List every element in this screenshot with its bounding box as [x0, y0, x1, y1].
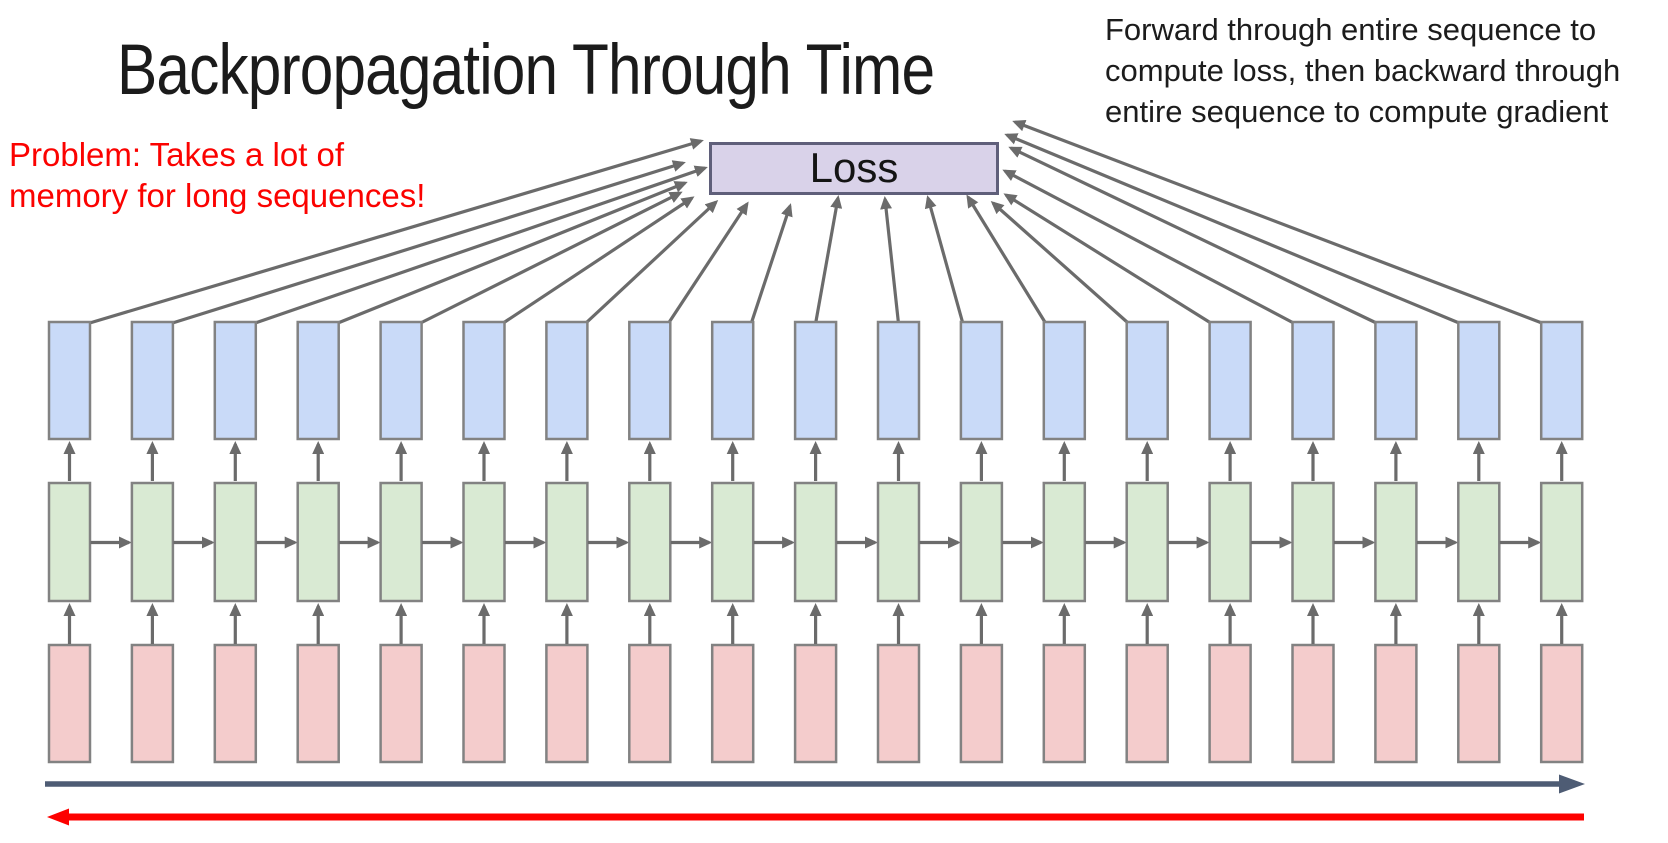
output-to-loss-arrow [336, 181, 688, 325]
input-layer-box [959, 643, 1004, 764]
input-layer-box [1042, 643, 1087, 764]
output-to-loss-arrow [666, 201, 749, 325]
output-layer-box [1457, 320, 1501, 441]
input-layer-box [1291, 643, 1335, 764]
output-layer-box [213, 320, 258, 441]
hidden-layer-box [628, 481, 672, 603]
problem-note-line: memory for long sequences! [9, 177, 426, 214]
output-to-loss-arrow [253, 165, 708, 326]
output-layer-box [47, 320, 92, 441]
input-layer-box [379, 643, 423, 764]
input-layer-box [213, 643, 258, 764]
output-layer-box [1125, 320, 1169, 441]
input-layer-box [628, 643, 672, 764]
output-layer-box [1539, 320, 1584, 441]
output-to-loss-arrow [1002, 169, 1296, 325]
output-to-loss-arrow [584, 199, 719, 325]
hidden-layer-box [1208, 481, 1252, 603]
input-layer-box [1374, 643, 1418, 764]
output-layer-box [1042, 320, 1087, 441]
slide-title: Backpropagation Through Time [117, 31, 935, 110]
output-layer-box [296, 320, 340, 441]
hidden-layer-box [545, 481, 589, 603]
hidden-layer-box [1457, 481, 1501, 603]
hidden-layer-box [462, 481, 506, 603]
output-layer-box [130, 320, 175, 441]
hidden-layer-box [1042, 481, 1087, 603]
output-to-loss-arrow [880, 196, 901, 324]
input-layer-box [130, 643, 175, 764]
top-right-note-line: compute loss, then backward through [1105, 53, 1621, 88]
input-layer-box [1539, 643, 1584, 764]
output-layer-box [545, 320, 589, 441]
hidden-layer-box [296, 481, 340, 603]
problem-note-line: Problem: Takes a lot of [9, 136, 345, 173]
hidden-layer-box [1539, 481, 1584, 603]
top-right-note-line: Forward through entire sequence to [1105, 12, 1597, 47]
hidden-layer-box [130, 481, 175, 603]
output-to-loss-arrow [501, 196, 695, 325]
hidden-layer-box [793, 481, 838, 603]
output-layer-box [1291, 320, 1335, 441]
output-to-loss-arrow [1012, 119, 1544, 325]
output-to-loss-arrow [990, 201, 1130, 325]
hidden-layer-box [876, 481, 921, 603]
output-layer-box [876, 320, 921, 441]
output-to-loss-arrow [1003, 193, 1213, 325]
output-to-loss-arrow [1004, 133, 1461, 325]
input-layer-box [793, 643, 838, 764]
hidden-layer-box [1125, 481, 1169, 603]
input-layer-box [462, 643, 506, 764]
hidden-layer-box [47, 481, 92, 603]
hidden-layer-box [710, 481, 755, 603]
output-to-loss-arrow [1008, 146, 1379, 325]
output-layer-box [959, 320, 1004, 441]
input-layer-box [1208, 643, 1252, 764]
input-layer-box [296, 643, 340, 764]
output-to-loss-arrow [170, 160, 686, 326]
output-to-loss-arrow [418, 191, 683, 325]
top-right-note: Forward through entire sequence to compu… [1105, 9, 1620, 132]
output-layer-box [462, 320, 506, 441]
output-to-loss-arrow [814, 195, 843, 324]
hidden-layer-box [213, 481, 258, 603]
problem-note: Problem: Takes a lot of memory for long … [9, 134, 425, 216]
output-layer-box [1208, 320, 1252, 441]
output-to-loss-arrow [966, 194, 1048, 325]
output-to-loss-arrow [749, 203, 793, 325]
input-layer-box [47, 643, 92, 764]
output-layer-box [793, 320, 838, 441]
input-layer-box [545, 643, 589, 764]
output-to-loss-arrow [924, 195, 965, 324]
loss-box: Loss [709, 142, 999, 195]
output-layer-box [1374, 320, 1418, 441]
hidden-layer-box [959, 481, 1004, 603]
input-layer-box [1457, 643, 1501, 764]
hidden-layer-box [1374, 481, 1418, 603]
top-right-note-line: entire sequence to compute gradient [1105, 94, 1609, 129]
output-layer-box [710, 320, 755, 441]
hidden-layer-box [1291, 481, 1335, 603]
input-layer-box [1125, 643, 1169, 764]
output-layer-box [379, 320, 423, 441]
output-layer-box [628, 320, 672, 441]
input-layer-box [876, 643, 921, 764]
hidden-layer-box [379, 481, 423, 603]
output-to-loss-arrow [87, 138, 704, 326]
input-layer-box [710, 643, 755, 764]
